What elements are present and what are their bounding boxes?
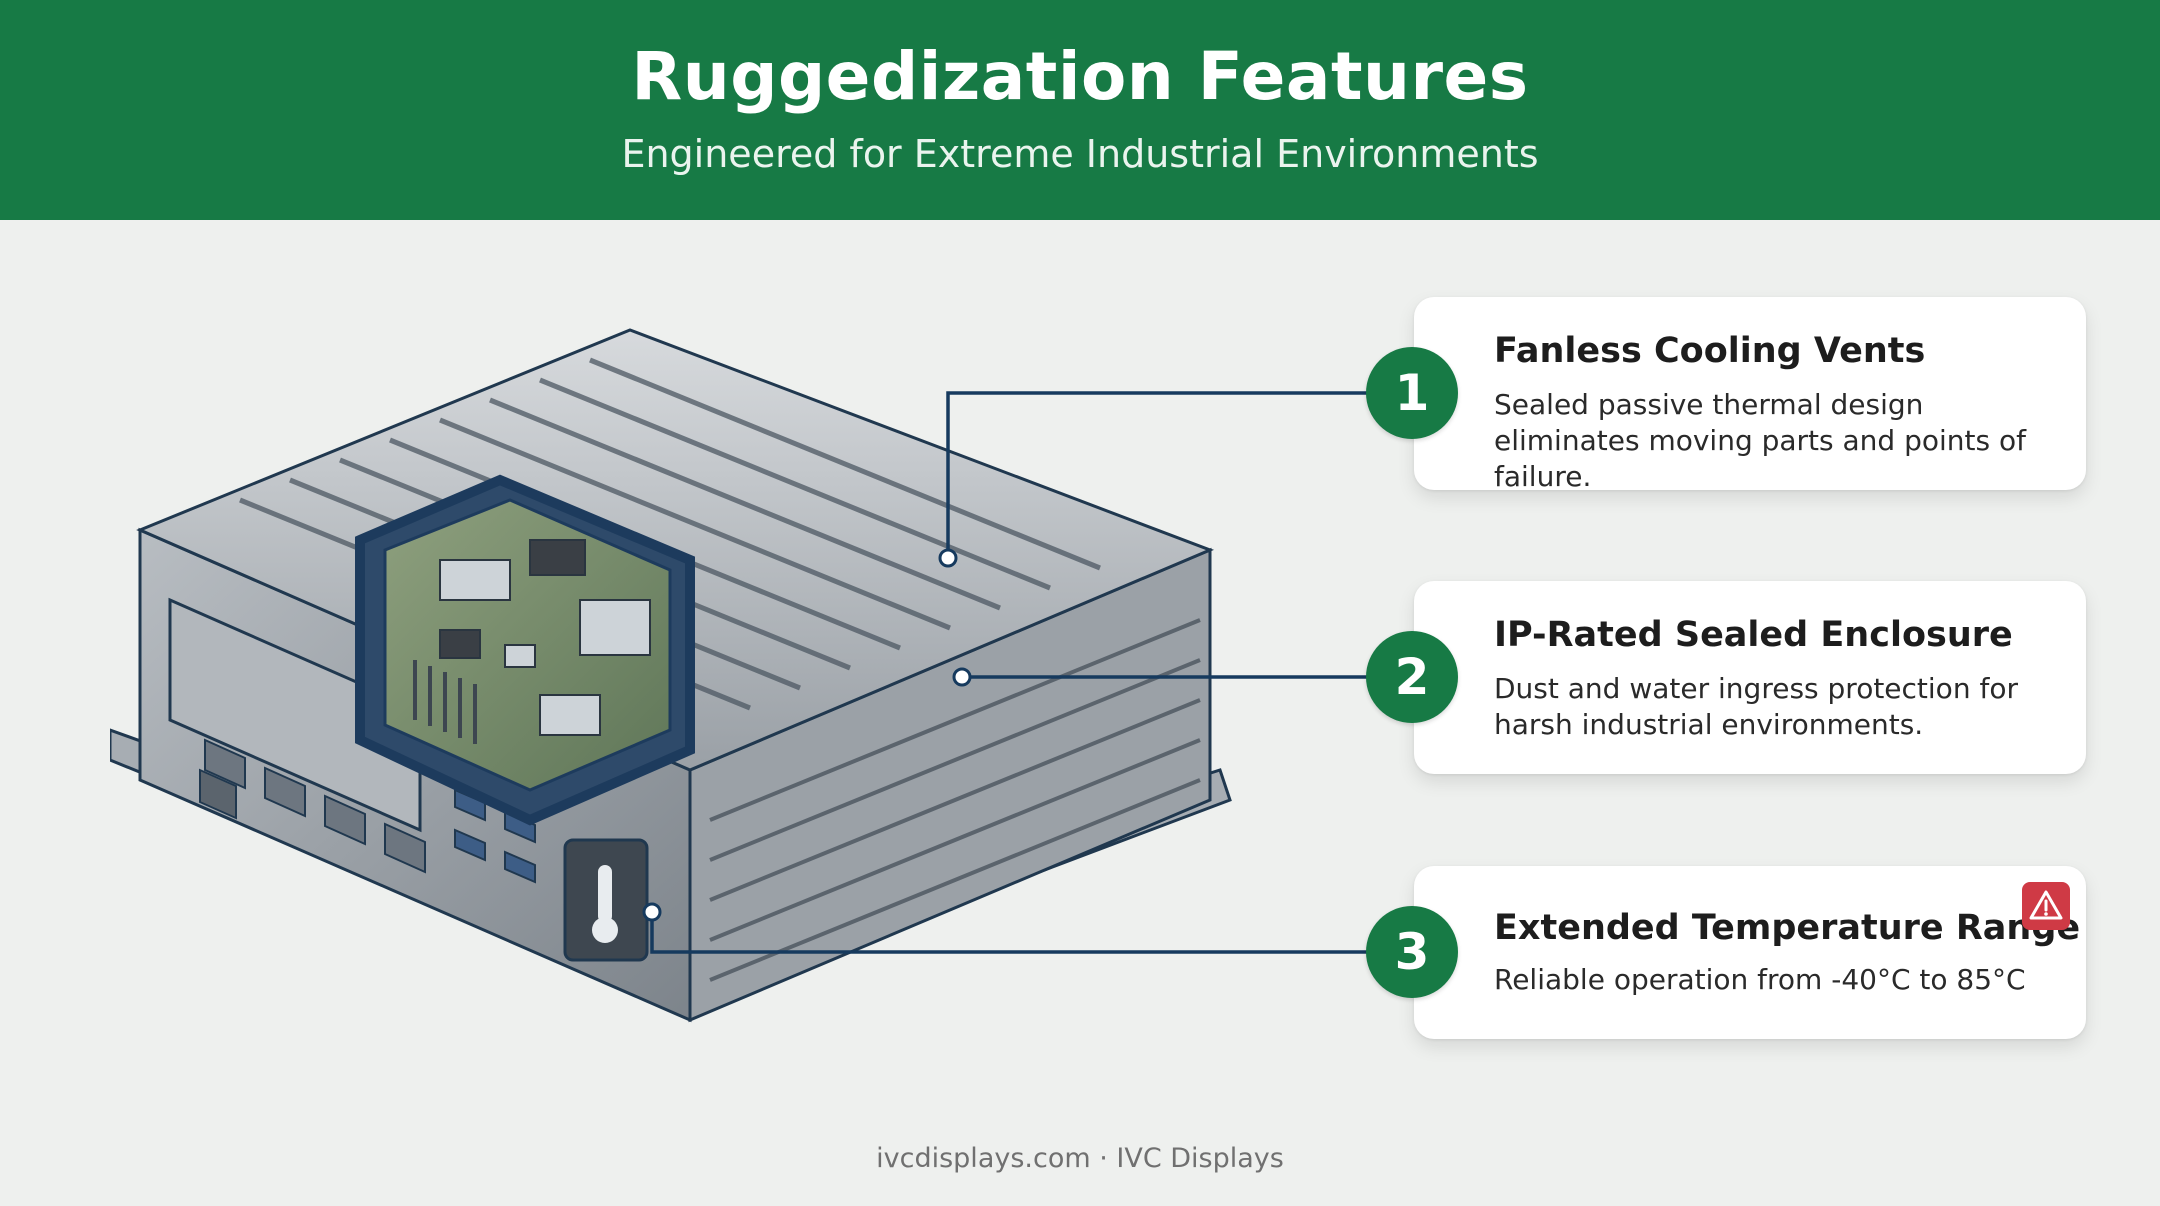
io-ports bbox=[204, 738, 426, 874]
footer-credit: ivcdisplays.com · IVC Displays bbox=[876, 1143, 1284, 1174]
feature-title: Extended Temperature Range bbox=[1494, 908, 2081, 948]
feature-title: Fanless Cooling Vents bbox=[1494, 331, 1926, 371]
page-subtitle: Engineered for Extreme Industrial Enviro… bbox=[621, 132, 1539, 176]
thermometer-icon bbox=[592, 865, 618, 943]
warning-icon bbox=[2022, 882, 2070, 930]
board-heatsink bbox=[413, 660, 477, 744]
feature-number-badge-3: 3 bbox=[1366, 906, 1458, 998]
board-components bbox=[439, 539, 651, 736]
feature-card-2: IP-Rated Sealed Enclosure Dust and water… bbox=[1414, 581, 2086, 774]
feature-description: Reliable operation from -40°C to 85°C bbox=[1494, 963, 2026, 996]
feature-title: IP-Rated Sealed Enclosure bbox=[1494, 615, 2013, 655]
ethernet-ports bbox=[199, 768, 237, 820]
feature-card-1: Fanless Cooling Vents Sealed passive the… bbox=[1414, 297, 2086, 493]
feature-description: Dust and water ingress protection for ha… bbox=[1494, 672, 2018, 741]
feature-number-badge-1: 1 bbox=[1366, 347, 1458, 439]
feature-number-badge-2: 2 bbox=[1366, 631, 1458, 723]
rugged-pc-illustration bbox=[110, 328, 1232, 1023]
page-title: Ruggedization Features bbox=[631, 38, 1529, 115]
feature-description: Sealed passive thermal design eliminates… bbox=[1494, 388, 2026, 493]
feature-card-3: Extended Temperature Range Reliable oper… bbox=[1414, 866, 2086, 1039]
front-panel bbox=[168, 597, 422, 833]
header-banner: Ruggedization Features Engineered for Ex… bbox=[0, 0, 2160, 220]
